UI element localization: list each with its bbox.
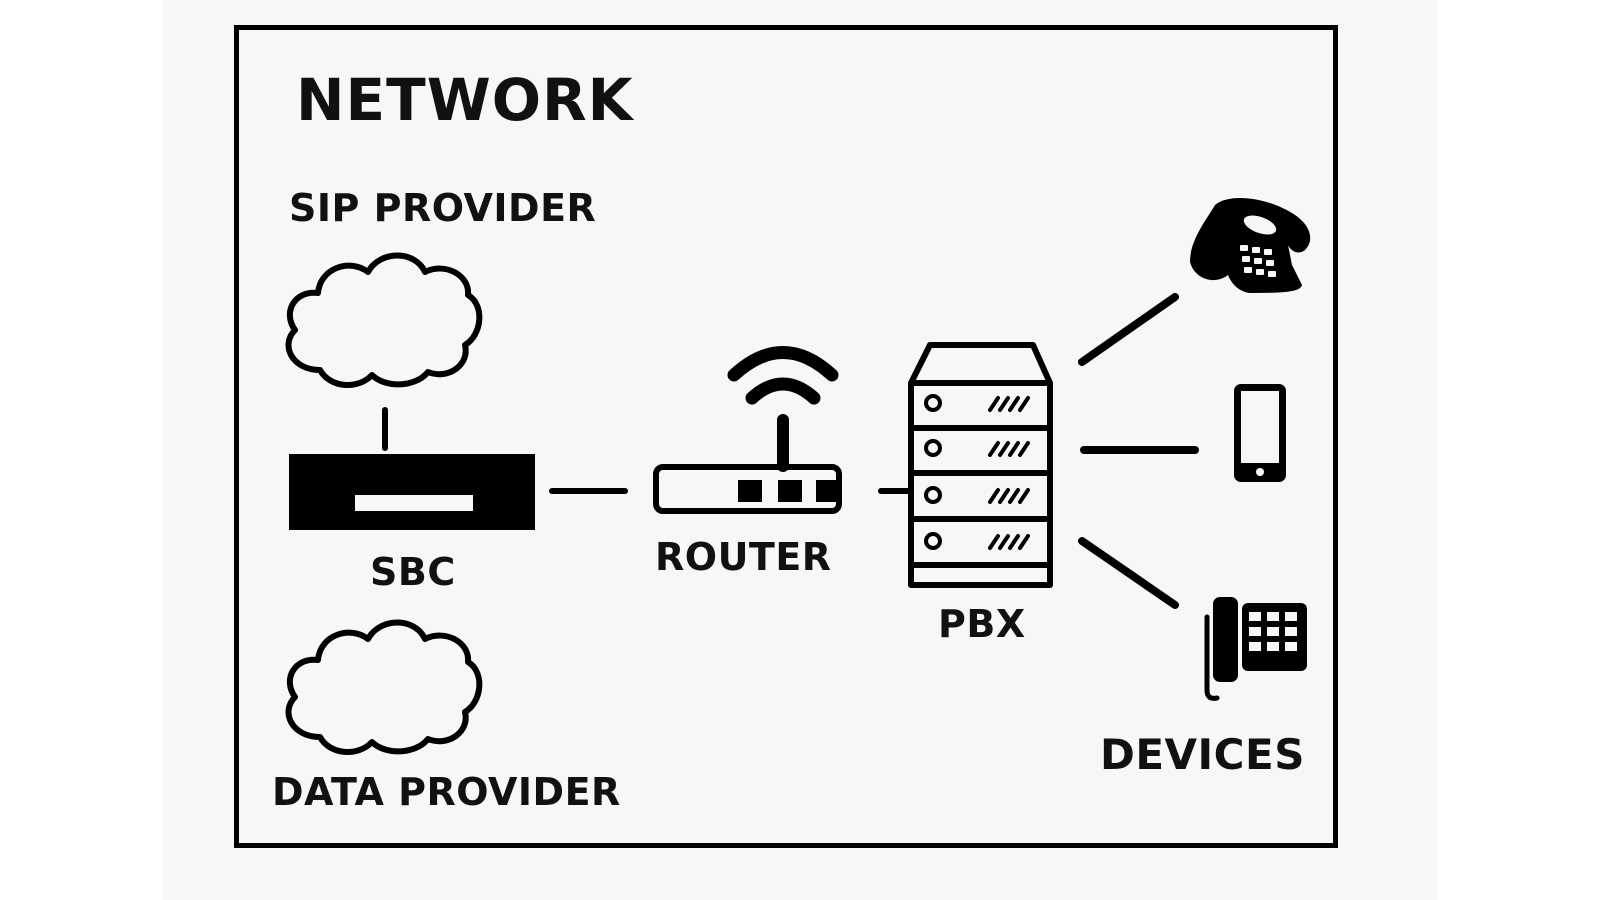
- diagram-title: NETWORK: [296, 66, 634, 134]
- diagram-background: [163, 0, 1437, 900]
- pbx-label: PBX: [938, 602, 1026, 646]
- sbc-box-icon: [289, 454, 535, 530]
- router-label: ROUTER: [655, 535, 832, 579]
- sbc-label: SBC: [370, 550, 456, 594]
- server-rack-icon: [908, 342, 1053, 588]
- data-provider-cloud-icon: [285, 619, 483, 756]
- wifi-router-icon: [653, 346, 842, 514]
- edge-pbx-office-phone: [1078, 537, 1179, 609]
- sip-provider-label: SIP PROVIDER: [289, 186, 597, 230]
- office-phone-icon: [1204, 597, 1307, 701]
- edge-pbx-desk-phone: [1078, 293, 1179, 366]
- devices-label: DEVICES: [1100, 730, 1305, 779]
- sip-provider-cloud-icon: [285, 252, 483, 389]
- smartphone-icon: [1234, 384, 1286, 482]
- network-frame: [234, 25, 1338, 848]
- desk-phone-icon: [1190, 197, 1311, 293]
- data-provider-label: DATA PROVIDER: [272, 770, 621, 814]
